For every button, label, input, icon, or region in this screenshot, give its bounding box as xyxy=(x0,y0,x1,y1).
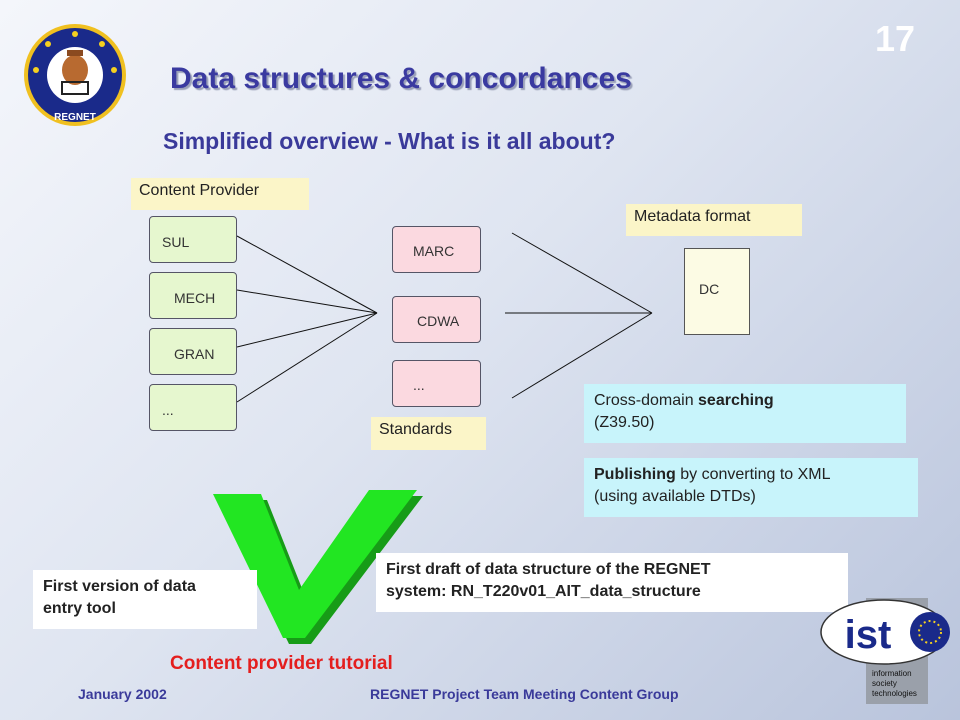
cross-domain-prefix: Cross-domain xyxy=(594,392,699,409)
first-draft-line2: system: RN_T220v01_AIT_data_structure xyxy=(386,583,701,600)
publishing-rest: by converting to XML xyxy=(675,466,831,483)
regnet-logo-text: REGNET xyxy=(54,112,96,123)
ist-logo-text: ist xyxy=(845,613,892,657)
page-subtitle: Simplified overview - What is it all abo… xyxy=(163,128,616,154)
page-title: Data structures & concordances xyxy=(170,62,632,95)
footer-date: January 2002 xyxy=(78,686,167,702)
cross-domain-box: Cross-domain searching (Z39.50) xyxy=(584,384,906,443)
footer-meeting: REGNET Project Team Meeting Content Grou… xyxy=(370,686,679,702)
standard-box-cdwa: CDWA xyxy=(392,296,481,343)
content-provider-label: Content Provider xyxy=(131,178,309,210)
standard-box-marc: MARC xyxy=(392,226,481,273)
metadata-label: DC xyxy=(699,281,720,297)
publishing-bold: Publishing xyxy=(594,466,676,483)
cross-domain-bold: searching xyxy=(698,392,774,409)
provider-box-gran: GRAN xyxy=(149,328,237,375)
provider-box-mech: MECH xyxy=(149,272,237,319)
provider-box-etc: ... xyxy=(149,384,237,431)
metadata-box-dc: DC xyxy=(684,248,750,335)
provider-label: ... xyxy=(162,402,174,418)
standard-label: CDWA xyxy=(417,313,460,329)
standard-label: ... xyxy=(413,377,425,393)
provider-box-sul: SUL xyxy=(149,216,237,263)
line-std-etc xyxy=(511,312,653,399)
line-marc xyxy=(511,232,653,314)
publishing-line2: (using available DTDs) xyxy=(594,488,756,505)
line-gran xyxy=(236,312,378,348)
svg-text:technologies: technologies xyxy=(872,689,917,698)
standards-label: Standards xyxy=(371,417,486,450)
metadata-format-label: Metadata format xyxy=(626,204,802,236)
provider-label: SUL xyxy=(162,234,190,250)
checkmark-icon xyxy=(213,490,423,644)
line-mech xyxy=(236,289,378,314)
line-etc xyxy=(236,312,378,403)
first-version-line2: entry tool xyxy=(43,600,116,617)
line-sul xyxy=(236,235,378,314)
slide-number: 17 xyxy=(875,18,916,59)
ist-logo: ist information society technologies xyxy=(820,598,950,704)
standard-box-etc: ... xyxy=(392,360,481,407)
provider-label: MECH xyxy=(174,290,216,306)
first-draft-box: First draft of data structure of the REG… xyxy=(376,553,848,612)
first-version-box: First version of data entry tool xyxy=(33,570,257,629)
content-provider-tutorial: Content provider tutorial xyxy=(170,653,393,674)
cross-domain-line2: (Z39.50) xyxy=(594,414,655,431)
first-draft-line1: First draft of data structure of the REG… xyxy=(386,561,711,578)
regnet-logo: REGNET xyxy=(24,24,126,126)
provider-label: GRAN xyxy=(174,346,215,362)
standard-label: MARC xyxy=(413,243,455,259)
svg-text:society: society xyxy=(872,679,897,688)
svg-text:information: information xyxy=(872,669,912,678)
publishing-box: Publishing by converting to XML (using a… xyxy=(584,458,918,517)
first-version-line1: First version of data xyxy=(43,578,196,595)
